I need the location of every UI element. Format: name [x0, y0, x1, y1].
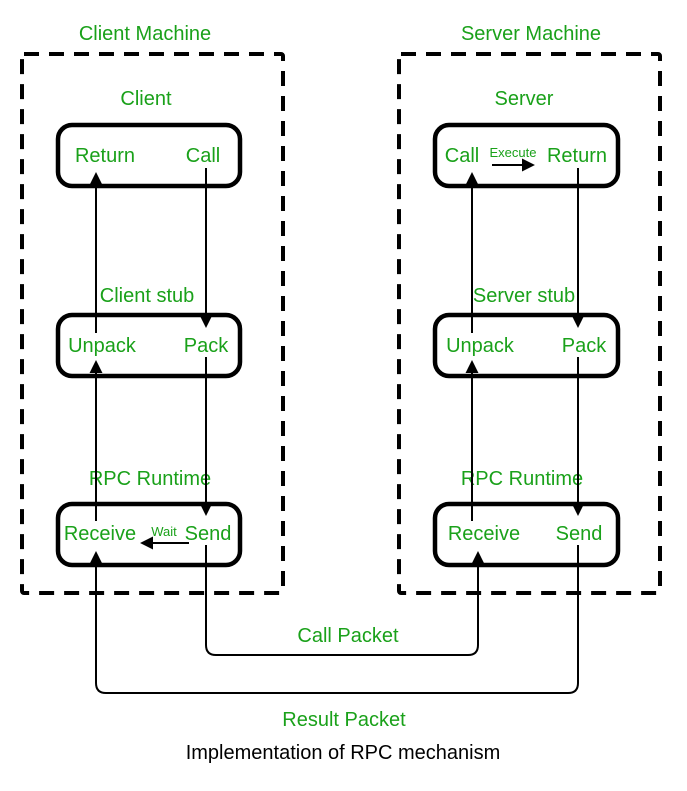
call-packet-connector: [205, 545, 485, 656]
client-return-label: Return: [75, 145, 135, 167]
client-pack-label: Pack: [184, 335, 229, 357]
client-stub-label: Client stub: [100, 285, 195, 307]
server-box: [432, 122, 621, 189]
server-machine-title: Server Machine: [461, 23, 601, 45]
server-machine-boundary: [397, 52, 662, 595]
diagram-caption: Implementation of RPC mechanism: [186, 742, 501, 764]
server-return-label: Return: [547, 145, 607, 167]
result-packet-label: Result Packet: [282, 709, 406, 731]
server-label: Server: [495, 88, 554, 110]
server-unpack-label: Unpack: [446, 335, 515, 357]
server-rpc-runtime-box: [432, 501, 621, 568]
client-machine-boundary: [20, 52, 285, 595]
server-rpc-runtime-label: RPC Runtime: [461, 468, 583, 490]
client-rpc-runtime-box: [55, 501, 243, 568]
result-packet-connector: [89, 545, 579, 694]
client-label: Client: [120, 88, 172, 110]
client-call-label: Call: [186, 145, 220, 167]
client-wait-label: Wait: [151, 524, 177, 539]
client-machine-title: Client Machine: [79, 23, 211, 45]
server-stub-box: [432, 312, 621, 379]
call-packet-label: Call Packet: [297, 625, 399, 647]
server-pack-label: Pack: [562, 335, 607, 357]
client-unpack-label: Unpack: [68, 335, 137, 357]
client-rpc-runtime-label: RPC Runtime: [89, 468, 211, 490]
client-box: [55, 122, 243, 189]
server-send-label: Send: [556, 523, 603, 545]
server-stub-label: Server stub: [473, 285, 575, 307]
client-send-label: Send: [185, 523, 232, 545]
server-call-label: Call: [445, 145, 479, 167]
server-execute-label: Execute: [490, 145, 537, 160]
server-receive-label: Receive: [448, 523, 520, 545]
client-receive-label: Receive: [64, 523, 136, 545]
client-stub-box: [55, 312, 243, 379]
